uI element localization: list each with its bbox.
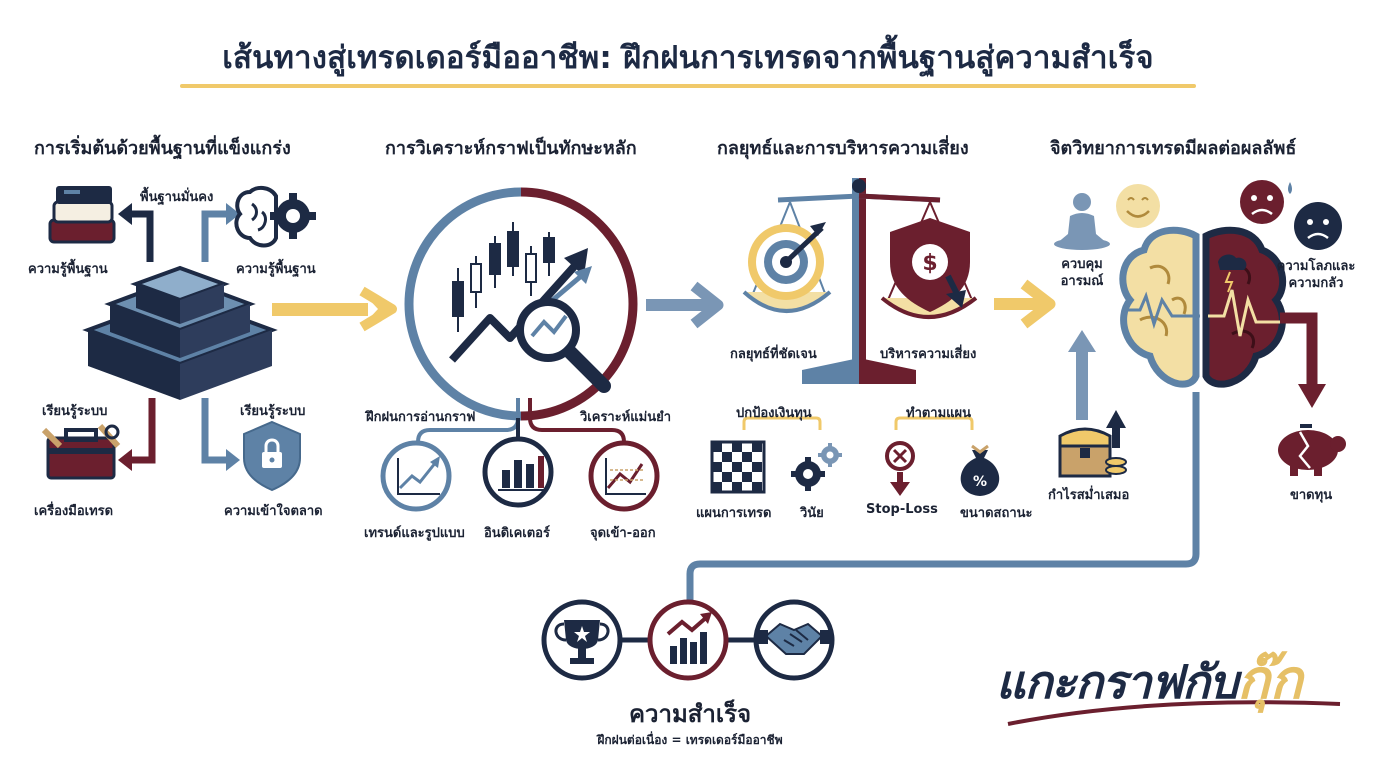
label-trading-tools: เครื่องมือเทรด	[34, 504, 114, 519]
section-title-strategy-risk: กลยุทธ์และการบริหารความเสี่ยง	[717, 138, 969, 159]
label-solid-foundation: พื้นฐานมั่นคง	[140, 190, 214, 205]
money-bag-icon: %	[960, 444, 1000, 496]
label-basic-knowledge-2: ความรู้พื้นฐาน	[236, 262, 316, 277]
label-loss: ขาดทุน	[1290, 488, 1333, 503]
stop-loss-icon	[885, 441, 915, 496]
arrow-icon	[126, 398, 156, 464]
arrow-icon	[201, 210, 232, 262]
trend-chart-icon	[380, 440, 452, 512]
label-basic-knowledge-1: ความรู้พื้นฐาน	[28, 262, 108, 277]
arrow-icon	[124, 210, 154, 262]
label-greed-fear: ความโลภและ ความกลัว	[1276, 259, 1356, 291]
brain-icon	[1119, 226, 1287, 388]
label-risk-management: บริหารความเสี่ยง	[880, 347, 977, 362]
label-trends-patterns: เทรนด์และรูปแบบ	[364, 526, 465, 541]
bar-chart-icon	[482, 436, 554, 508]
candlestick-magnifier-icon	[404, 187, 638, 421]
brand-underline	[1007, 700, 1341, 726]
arrow-icon	[1068, 330, 1096, 420]
page-title: เส้นทางสู่เทรดเดอร์มืออาชีพ: ฝึกฝนการเทร…	[222, 40, 1154, 76]
label-trading-plan: แผนการเทรด	[696, 506, 772, 521]
section-title-psychology: จิตวิทยาการเทรดมีผลต่อผลลัพธ์	[1050, 138, 1297, 159]
meditation-icon	[1054, 193, 1110, 250]
label-stop-loss: Stop-Loss	[866, 502, 938, 517]
shield-dollar-icon: $	[890, 218, 970, 312]
label-emotion-control: ควบคุม อารมณ์	[1060, 257, 1104, 289]
broken-piggy-bank-icon	[1278, 424, 1346, 476]
brand-logo: แกะกราฟกับกุ๊ก	[996, 636, 1356, 716]
smiley-icon	[1116, 184, 1160, 228]
chessboard-icon	[710, 440, 766, 494]
success-subtitle: ฝึกฝนต่อเนื่อง = เทรดเดอร์มืออาชีพ	[597, 733, 783, 747]
treasure-chest-icon	[1058, 410, 1127, 478]
label-chart-reading-practice: ฝึกฝนการอ่านกราฟ	[366, 410, 476, 425]
title-underline	[180, 84, 1196, 88]
flow-arrow-1	[272, 286, 397, 332]
section-title-foundation: การเริ่มต้นด้วยพื้นฐานที่แข็งแกร่ง	[34, 138, 291, 159]
label-learn-system-2: เรียนรู้ระบบ	[240, 404, 306, 419]
label-entry-exit: จุดเข้า-ออก	[590, 526, 656, 541]
label-clear-strategy: กลยุทธ์ที่ชัดเจน	[730, 347, 817, 362]
label-accurate-analysis: วิเคราะห์แม่นยำ	[580, 410, 672, 425]
svg-text:$: $	[922, 251, 937, 276]
success-title: ความสำเร็จ	[628, 700, 752, 728]
brand-text: แกะกราฟกับ	[996, 655, 1238, 709]
books-icon	[48, 186, 116, 244]
entry-exit-chart-icon	[588, 440, 660, 512]
handshake-icon	[753, 599, 835, 681]
svg-text:%: %	[973, 474, 987, 490]
flow-arrow-3	[994, 279, 1056, 329]
label-consistent-profit: กำไรสม่ำเสมอ	[1048, 488, 1130, 503]
gears-icon	[791, 443, 842, 491]
label-position-size: ขนาดสถานะ	[960, 506, 1033, 521]
label-indicators: อินดิเคเตอร์	[484, 526, 550, 541]
balance-scale-icon	[742, 178, 978, 384]
brand-highlight: กุ๊ก	[1237, 647, 1303, 711]
shield-lock-icon	[243, 420, 301, 492]
worried-face-icon	[1240, 180, 1342, 250]
brain-gear-icon	[234, 185, 316, 248]
label-learn-system-1: เรียนรู้ระบบ	[42, 404, 108, 419]
target-icon	[748, 222, 826, 300]
label-follow-plan: ทำตามแผน	[906, 406, 972, 421]
arrow-icon	[1280, 312, 1326, 408]
label-discipline: วินัย	[800, 506, 824, 521]
toolbox-icon	[41, 423, 121, 480]
flow-arrow-2	[646, 281, 724, 329]
label-protect-capital: ปกป้องเงินทุน	[736, 406, 812, 421]
section-title-chart-analysis: การวิเคราะห์กราฟเป็นทักษะหลัก	[385, 138, 637, 159]
label-market-understanding: ความเข้าใจตลาด	[224, 504, 323, 519]
foundation-blocks-icon	[82, 265, 278, 400]
trophy-icon	[541, 599, 623, 681]
growth-chart-icon	[647, 599, 729, 681]
arrow-icon	[201, 398, 232, 464]
